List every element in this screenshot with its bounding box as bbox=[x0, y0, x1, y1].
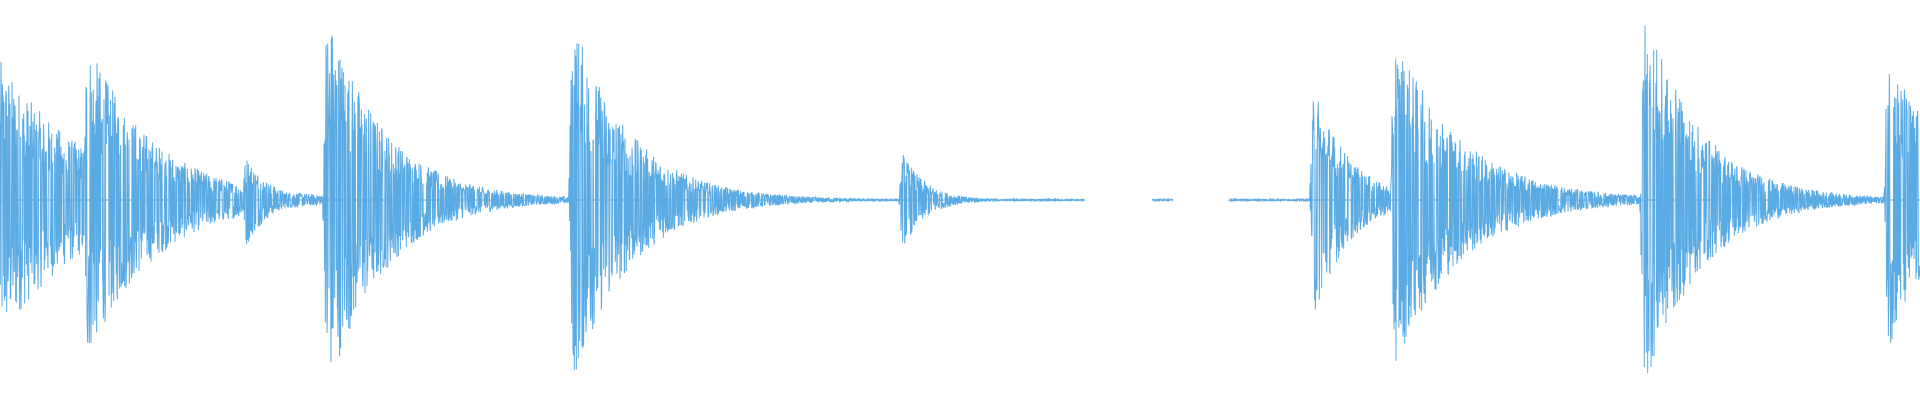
silent-gap-1 bbox=[1173, 198, 1229, 202]
waveform-trace bbox=[0, 25, 1920, 374]
silent-gap-0 bbox=[1084, 198, 1152, 202]
